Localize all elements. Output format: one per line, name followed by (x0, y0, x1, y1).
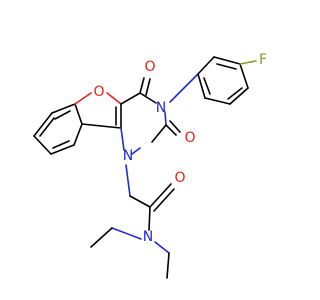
benzofuran-benzene-ring (33, 103, 83, 155)
n1-nitrogen-atom: N (123, 148, 133, 164)
amide-oxygen-atom: O (174, 170, 185, 186)
amide-nitrogen-atom: N (143, 229, 153, 245)
n3-nitrogen-atom: N (156, 100, 166, 116)
fluorine-atom: F (259, 52, 267, 68)
c4-oxygen-atom: O (144, 59, 155, 75)
molecule-structure-diagram: O N N O O F (33, 52, 267, 279)
fluorophenyl-ring (169, 56, 257, 105)
c2-oxygen-atom: O (184, 130, 195, 146)
carbonyl-right (165, 120, 181, 136)
furan-ring (74, 92, 122, 129)
carbonyl-top (139, 77, 151, 96)
acetamide-chain (125, 164, 175, 231)
pyrimidine-dione-ring (120, 92, 167, 155)
diethyl-groups (90, 227, 170, 279)
furan-oxygen-atom: O (93, 84, 104, 100)
